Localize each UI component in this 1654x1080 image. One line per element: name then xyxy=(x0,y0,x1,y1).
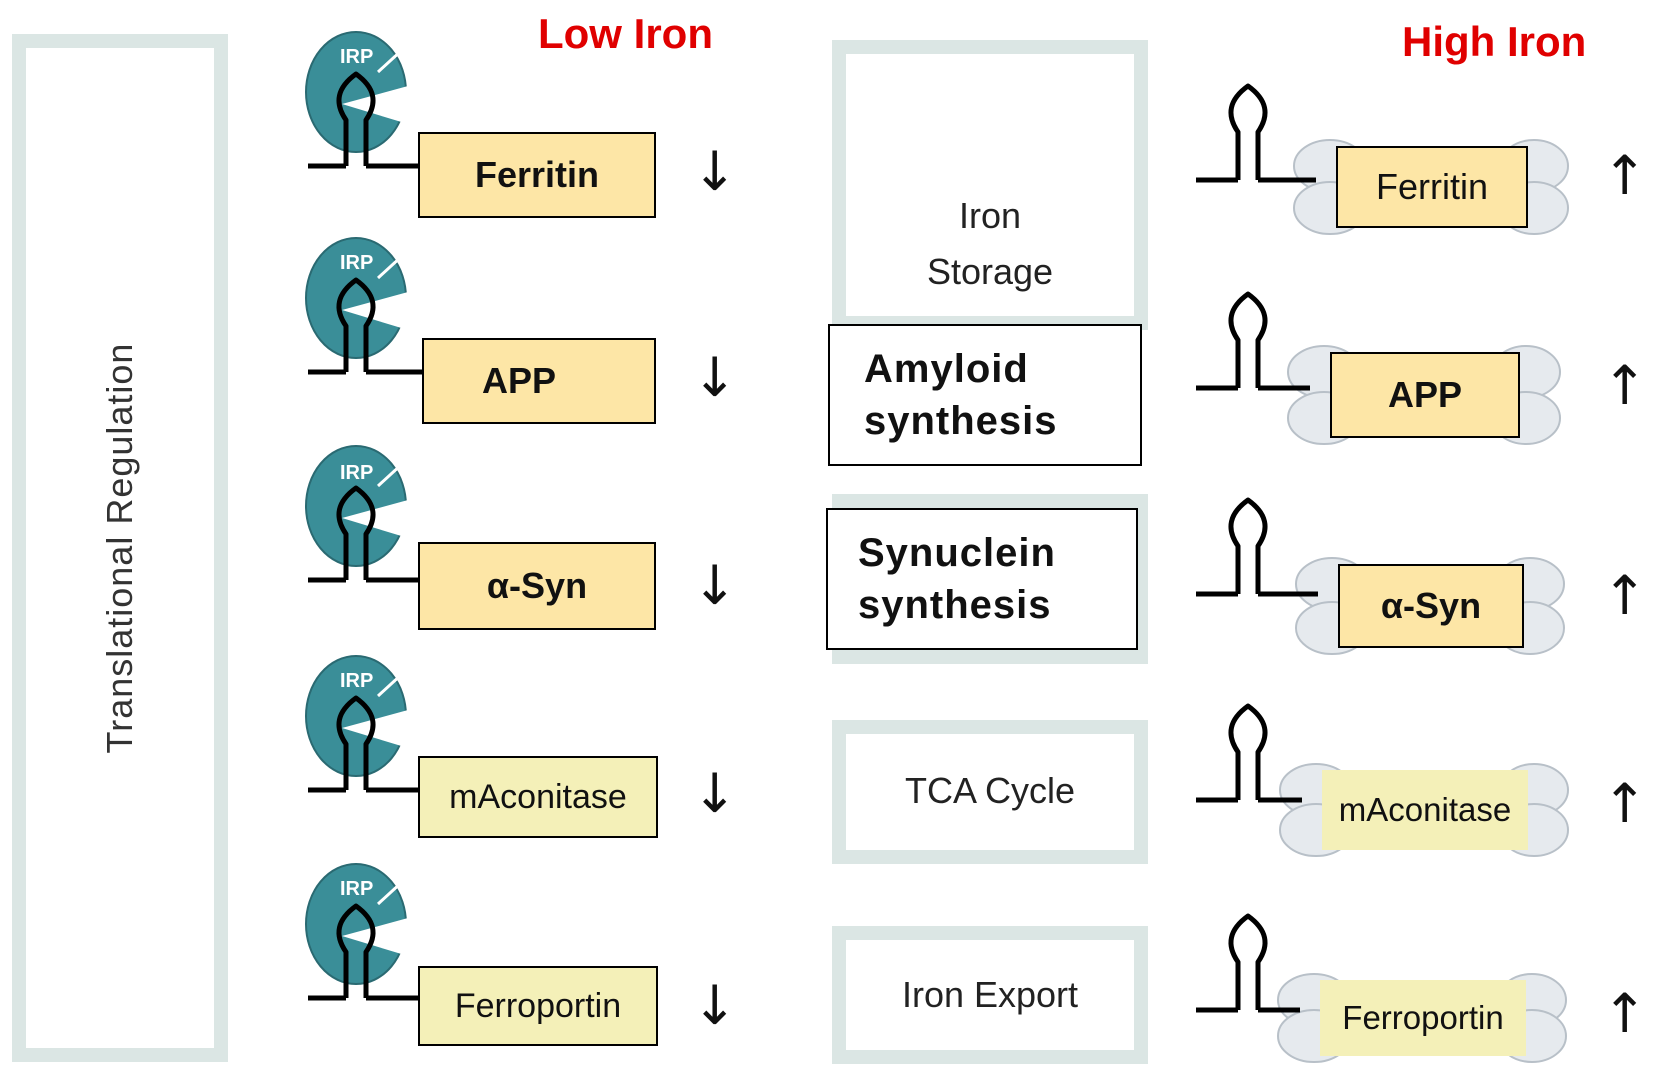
irp-seam-3 xyxy=(376,462,404,488)
down-arrow-maconitase: ↓ xyxy=(692,762,738,825)
irp-label-2: IRP xyxy=(340,252,374,274)
stem-loop-low-2 xyxy=(336,277,376,372)
stem-loop-low-3 xyxy=(336,485,376,580)
high-gene-alpha-syn: α-Syn xyxy=(1338,564,1524,648)
iron-storage-label: Iron Storage xyxy=(880,188,1100,300)
stem-loop-high-1 xyxy=(1228,83,1268,180)
irp-label-5: IRP xyxy=(340,878,374,900)
irp-label-1: IRP xyxy=(340,46,374,68)
amyloid-line2: synthesis xyxy=(864,399,1058,443)
iron-storage-line1: Iron xyxy=(958,195,1022,236)
synuclein-line2: synthesis xyxy=(858,583,1052,627)
irp-seam-5 xyxy=(376,880,404,906)
iron-export-label: Iron Export xyxy=(901,974,1079,1015)
down-arrow-app: ↓ xyxy=(692,346,738,409)
up-arrow-alpha-syn: ↑ xyxy=(1602,564,1648,627)
tca-cycle-label: TCA Cycle xyxy=(904,770,1076,811)
high-iron-header: High Iron xyxy=(1402,18,1587,65)
high-gene-app: APP xyxy=(1330,352,1520,438)
up-arrow-ferritin: ↑ xyxy=(1602,144,1648,207)
tca-cycle-frame xyxy=(832,720,1148,864)
stem-loop-low-1 xyxy=(336,71,376,166)
synuclein-synthesis-box: Synuclein synthesis xyxy=(826,508,1138,650)
iron-export-frame xyxy=(832,926,1148,1064)
stem-loop-high-2 xyxy=(1228,291,1268,388)
irp-label-3: IRP xyxy=(340,462,374,484)
irp-label-4: IRP xyxy=(340,670,374,692)
stem-loop-low-5 xyxy=(336,903,376,998)
amyloid-synthesis-box: Amyloid synthesis xyxy=(828,324,1142,466)
up-arrow-ferroportin: ↑ xyxy=(1602,982,1648,1045)
down-arrow-ferritin: ↓ xyxy=(692,140,738,203)
high-gene-ferritin: Ferritin xyxy=(1336,146,1528,228)
irp-seam-2 xyxy=(376,254,404,280)
iron-storage-frame xyxy=(832,40,1148,330)
irp-seam-1 xyxy=(376,48,404,74)
high-gene-maconitase: mAconitase xyxy=(1322,770,1528,850)
high-gene-ferroportin: Ferroportin xyxy=(1320,980,1526,1056)
stem-loop-high-4 xyxy=(1228,703,1268,800)
amyloid-line1: Amyloid xyxy=(864,347,1029,391)
stem-loop-high-3 xyxy=(1228,497,1268,594)
down-arrow-alpha-syn: ↓ xyxy=(692,554,738,617)
stem-loop-high-5 xyxy=(1228,913,1268,1010)
stem-loop-low-4 xyxy=(336,695,376,790)
low-gene-alpha-syn: α-Syn xyxy=(418,542,656,630)
low-gene-maconitase: mAconitase xyxy=(418,756,658,838)
irp-seam-4 xyxy=(376,672,404,698)
up-arrow-app: ↑ xyxy=(1602,354,1648,417)
up-arrow-maconitase: ↑ xyxy=(1602,772,1648,835)
low-gene-ferroportin: Ferroportin xyxy=(418,966,658,1046)
iron-storage-line2: Storage xyxy=(926,250,1054,292)
low-gene-app: APP xyxy=(422,338,656,424)
translational-regulation-frame: Translational Regulation xyxy=(12,34,228,1062)
down-arrow-ferroportin: ↓ xyxy=(692,974,738,1037)
synuclein-line1: Synuclein xyxy=(858,531,1056,575)
low-gene-ferritin: Ferritin xyxy=(418,132,656,218)
low-iron-header: Low Iron xyxy=(538,10,713,57)
